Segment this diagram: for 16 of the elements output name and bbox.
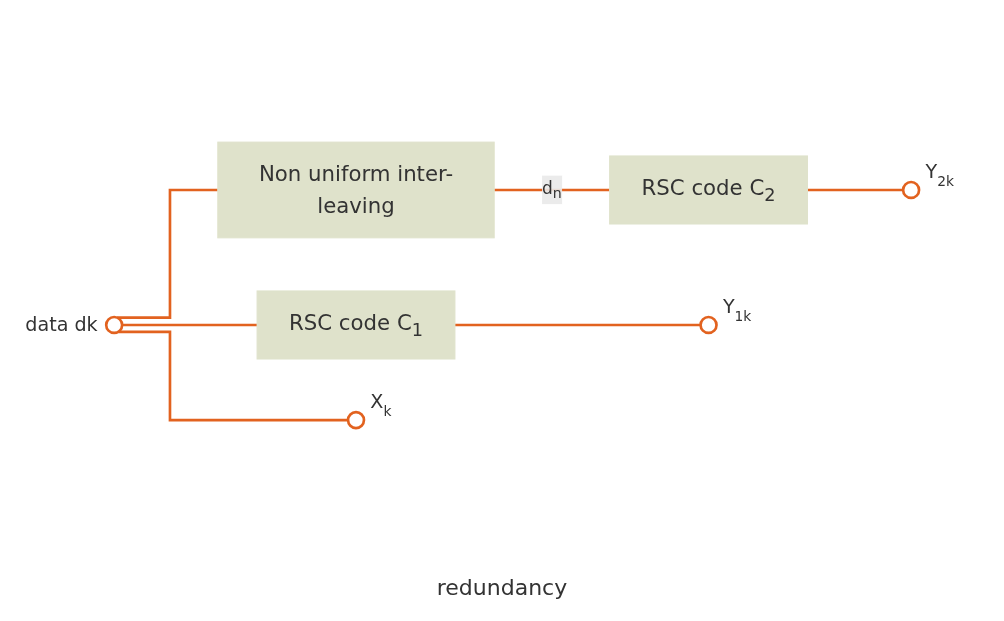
node-circle	[104, 315, 124, 335]
terminal-label: data dk	[25, 313, 98, 337]
node-circle	[901, 180, 921, 200]
terminal-label: Y$_{2k}$	[925, 159, 954, 189]
node-box: RSC code C$_{2}$	[609, 155, 808, 225]
node-box: Non uniform inter-leaving	[217, 141, 495, 239]
connector	[118, 330, 350, 422]
connector	[454, 323, 702, 327]
node-box: RSC code C$_{1}$	[256, 290, 456, 360]
connector	[807, 188, 905, 192]
edge-label: d$_{n}$	[542, 177, 562, 202]
terminal-label: X$_{k}$	[370, 389, 392, 419]
note-text: redundancy	[436, 575, 568, 600]
node-circle	[346, 410, 366, 430]
terminal-label: Y$_{1k}$	[722, 294, 752, 324]
node-circle	[699, 315, 718, 335]
